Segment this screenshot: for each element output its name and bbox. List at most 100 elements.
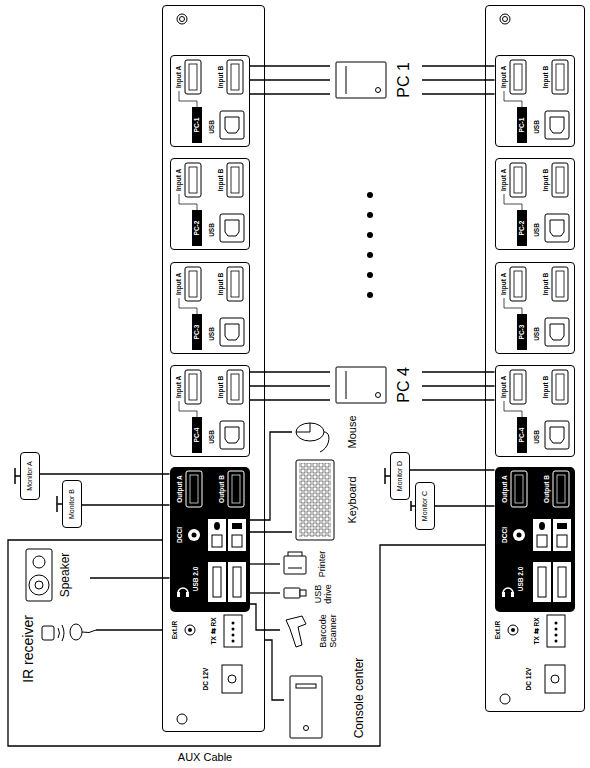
- cable: [422, 371, 495, 372]
- node-label: DC 12V: [525, 667, 532, 690]
- node-label: USB: [208, 327, 215, 341]
- node-label: Input A: [500, 168, 507, 190]
- barcode-scanner: Barcode Scanner: [280, 610, 342, 652]
- node-label: Input A: [500, 272, 507, 294]
- cable: [250, 432, 293, 520]
- cable: [422, 65, 495, 66]
- node-label: Monitor D: [395, 460, 403, 490]
- node-label: PC 4: [395, 367, 413, 403]
- node-label: TX ⇆ RX: [210, 617, 217, 644]
- port-group-ports: [504, 163, 569, 246]
- cable: [422, 399, 495, 400]
- node-label: Ext.IR: [171, 620, 178, 638]
- usb-drive: USB drive: [280, 581, 336, 609]
- node-label: USB 2.0: [192, 566, 199, 591]
- cable: [90, 577, 170, 578]
- output-panel-ports: [495, 467, 575, 612]
- output-panel: Output AOutput BDCCIUSB 2.0: [495, 467, 575, 612]
- output-panel-ports: [170, 467, 250, 612]
- port-group: Input AInput BPC-3USB: [495, 262, 575, 354]
- node-label: Input A: [175, 65, 182, 87]
- node-label: Input A: [500, 375, 507, 397]
- cable: [250, 79, 331, 80]
- node-label: Input B: [542, 375, 549, 397]
- node-label: Output A: [501, 475, 508, 503]
- node-label: Monitor A: [25, 461, 33, 491]
- node-label: IR receiver: [20, 615, 36, 683]
- node-label: Monitor C: [420, 490, 428, 520]
- port-group: Input AInput BPC-4USB: [170, 365, 250, 457]
- node-label: PC-3: [193, 324, 200, 339]
- node-label: USB 2.0: [517, 566, 524, 591]
- port-group-ports: [504, 370, 569, 453]
- port-group-ports: [179, 267, 244, 350]
- continuation-dots: [367, 192, 373, 298]
- node-label: USB drive: [313, 581, 334, 607]
- node-label: PC-2: [193, 220, 200, 235]
- mount-hole: [500, 694, 510, 704]
- panel-connectors: [177, 14, 242, 693]
- kvm-switch-panel: Ext.IRTX ⇆ RXDC 12VInput AInput BPC-1USB…: [162, 5, 265, 732]
- node-label: Output A: [176, 475, 183, 503]
- port-group: Input AInput BPC-3USB: [170, 262, 250, 354]
- node-label: Input A: [175, 168, 182, 190]
- kvm-switch-panel: Ext.IRTX ⇆ RXDC 12VInput AInput BPC-1USB…: [485, 5, 585, 712]
- pc-tower: PC 1: [330, 55, 422, 105]
- monitor: Monitor C: [415, 482, 435, 530]
- printer-drawing: [284, 552, 306, 574]
- printer: Printer: [280, 549, 332, 579]
- node-label: Monitor B: [67, 489, 75, 519]
- node-label: Ext.IR: [494, 620, 501, 638]
- cable: [422, 385, 495, 386]
- node-label: Input B: [542, 272, 549, 294]
- usb-drive-drawing: [284, 588, 306, 598]
- cable: [40, 473, 170, 474]
- node-label: PC-1: [193, 117, 200, 132]
- cable: [250, 93, 331, 94]
- keyboard-drawing: [296, 460, 334, 540]
- monitor: Monitor A: [20, 452, 40, 500]
- cable-label: AUX Cable: [176, 751, 234, 764]
- port-group-ports: [179, 60, 244, 143]
- panel-connectors: [500, 14, 565, 693]
- ir-receiver: IR receiver: [16, 608, 96, 690]
- node-label: Console center: [353, 658, 367, 739]
- port-group-ports: [504, 267, 569, 350]
- node-label: Mouse: [346, 415, 359, 448]
- node-label: PC-2: [518, 220, 525, 235]
- node-label: Keyboard: [346, 476, 359, 523]
- node-label: DC 12V: [202, 667, 209, 690]
- port-group: Input A Input B PC-1 USB: [170, 55, 250, 147]
- speaker: Speaker: [22, 545, 90, 605]
- node-label: Input B: [217, 168, 224, 190]
- node-label: PC 1: [395, 62, 413, 98]
- barcode-scanner-drawing: [286, 616, 306, 647]
- cable: [422, 93, 495, 94]
- node-label: PC-4: [518, 427, 525, 442]
- node-label: USB: [208, 430, 215, 444]
- node-label: Speaker: [59, 553, 73, 598]
- node-label: Output B: [218, 475, 225, 503]
- node-label: Input B: [217, 65, 224, 87]
- monitor: Monitor D: [390, 452, 410, 500]
- node-label: Input A: [175, 375, 182, 397]
- node-label: USB: [208, 223, 215, 237]
- node-label: Input B: [542, 168, 549, 190]
- node-label: USB: [208, 120, 215, 134]
- node-label: Barcode Scanner: [318, 612, 339, 650]
- node-label: Input A: [500, 65, 507, 87]
- port-group-ports: [179, 163, 244, 246]
- node-label: USB: [533, 223, 540, 237]
- mount-hole: [177, 714, 187, 724]
- node-label: DCCI: [176, 527, 183, 543]
- cable: [250, 65, 331, 66]
- port-group-ports: [504, 60, 569, 143]
- cable: [8, 540, 485, 746]
- node-label: USB: [533, 430, 540, 444]
- speaker-drawing: [26, 549, 52, 601]
- node-label: PC-3: [518, 324, 525, 339]
- port-group-ports: [179, 370, 244, 453]
- keyboard: Keyboard: [292, 455, 362, 545]
- ir-receiver-drawing: [42, 624, 96, 641]
